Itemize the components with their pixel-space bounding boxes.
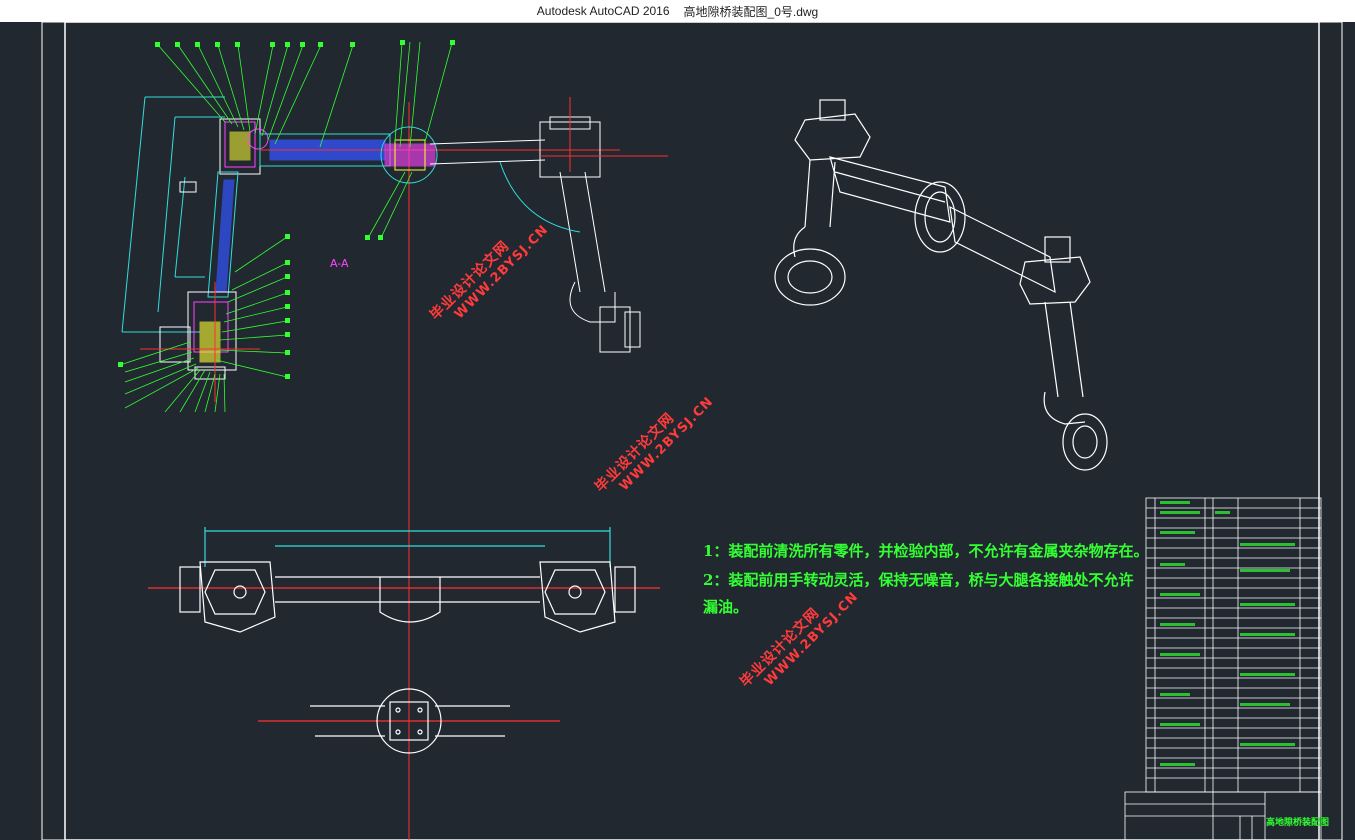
section-label: A-A bbox=[330, 257, 349, 270]
file-name: 高地隙桥装配图_0号.dwg bbox=[683, 4, 819, 19]
outer-frame bbox=[41, 22, 1343, 840]
side-view bbox=[429, 97, 668, 353]
section-view bbox=[118, 40, 620, 413]
assembly-note-3: 漏油。 bbox=[703, 598, 749, 616]
assembly-note-1: 1：装配前清洗所有零件，并检验内部，不允许有金属夹杂物存在。 bbox=[703, 542, 1149, 560]
assembly-note-2: 2：装配前用手转动灵活，保持无噪音，桥与大腿各接触处不允许 bbox=[703, 571, 1134, 589]
app-title: Autodesk AutoCAD 2016 bbox=[536, 4, 670, 18]
title-block-name: 高地隙桥装配图 bbox=[1266, 818, 1330, 828]
front-view bbox=[148, 527, 660, 633]
parts-list-text-marks bbox=[1160, 501, 1295, 766]
top-view bbox=[258, 688, 560, 754]
cad-drawing bbox=[41, 22, 1343, 840]
inner-frame bbox=[64, 22, 1320, 840]
drawing-canvas[interactable]: 高地隙桥装配图 A-A 1：装配前清洗所有零件，并检验内部，不允许有金属夹杂物存… bbox=[0, 22, 1355, 840]
parts-list bbox=[1124, 497, 1322, 840]
isometric-view bbox=[774, 99, 1108, 471]
window-titlebar: Autodesk AutoCAD 2016 高地隙桥装配图_0号.dwg bbox=[0, 0, 1355, 22]
